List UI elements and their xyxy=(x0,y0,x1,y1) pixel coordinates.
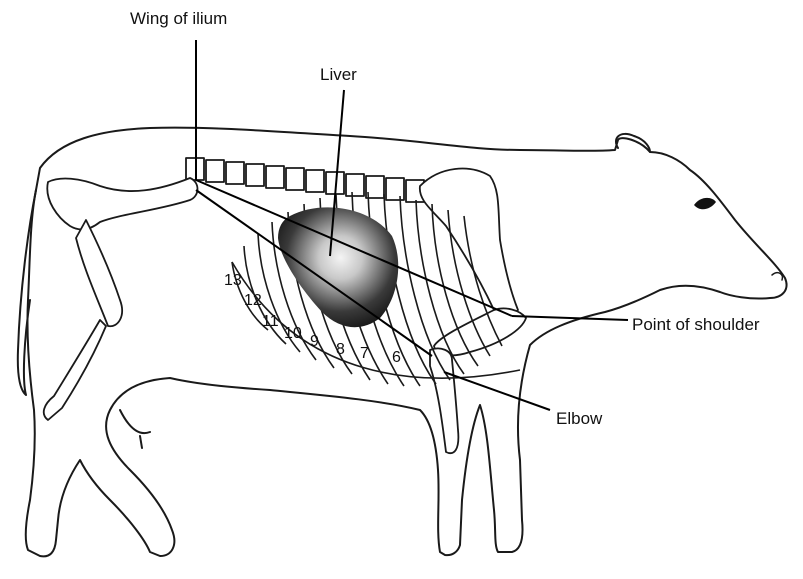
rib-number: 13 xyxy=(224,272,242,289)
udder xyxy=(120,410,150,448)
rib-number: 12 xyxy=(244,292,262,309)
label-wing-of-ilium: Wing of ilium xyxy=(130,9,227,28)
label-point-of-shoulder: Point of shoulder xyxy=(632,315,760,334)
label-liver: Liver xyxy=(320,65,357,84)
nostril xyxy=(772,273,782,280)
pelvis xyxy=(47,178,197,229)
tail xyxy=(18,190,36,395)
femur xyxy=(76,220,122,326)
rib-number: 7 xyxy=(360,345,369,362)
rib-number: 10 xyxy=(284,325,302,342)
ear xyxy=(616,134,650,152)
rib-number: 8 xyxy=(336,341,345,358)
leader-point-of-shoulder xyxy=(512,316,628,320)
liver-shading xyxy=(278,207,398,327)
eye-icon xyxy=(694,198,716,209)
tibia xyxy=(44,320,106,420)
rib-number: 11 xyxy=(262,313,279,330)
vertebrae xyxy=(186,158,424,202)
rib-number: 9 xyxy=(310,333,319,350)
leader-elbow xyxy=(444,372,550,410)
rib-number: 6 xyxy=(392,349,401,366)
label-elbow: Elbow xyxy=(556,409,603,428)
